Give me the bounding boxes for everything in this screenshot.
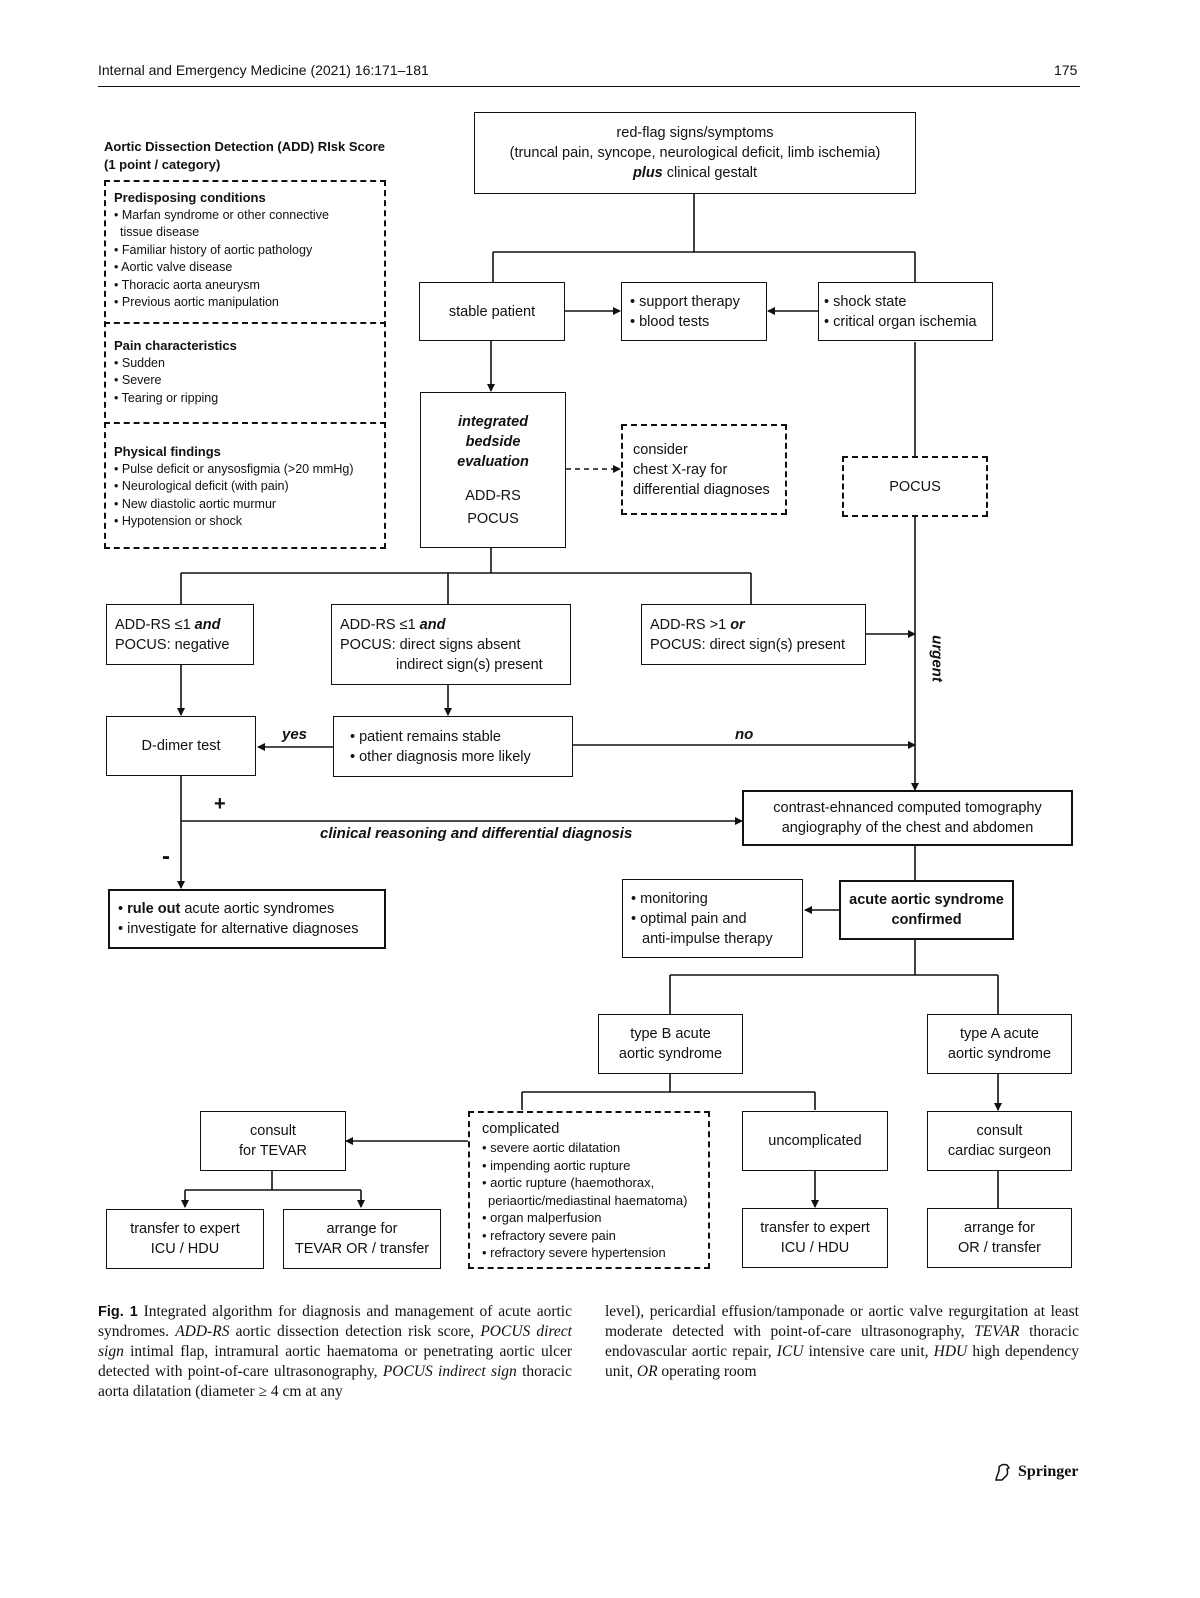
caption-segment: intensive care unit,: [803, 1343, 934, 1360]
yes-label: yes: [282, 726, 308, 743]
score-item: • Tearing or ripping: [114, 390, 219, 405]
minus-sign: -: [162, 843, 170, 870]
score-item: • Neurological deficit (with pain): [114, 479, 289, 493]
aas-confirmed-box: acute aortic syndrome confirmed: [839, 880, 1014, 940]
remains-stable-box: • patient remains stable • other diagnos…: [333, 716, 573, 777]
score-item: • Marfan syndrome or other connective: [114, 207, 329, 222]
score-item: • Previous aortic manipulation: [114, 295, 279, 309]
complicated-item: • aortic rupture (haemothorax,: [482, 1175, 655, 1190]
springer-horse-icon: [995, 1463, 1011, 1481]
score-divider-2: [104, 422, 386, 424]
complicated-item: • impending aortic rupture: [482, 1157, 631, 1173]
complicated-item: periaortic/mediastinal haematoma): [488, 1192, 688, 1208]
complicated-item: • refractory severe hypertension: [482, 1245, 666, 1260]
score-item: tissue disease: [120, 225, 200, 239]
caption-segment: POCUS indirect sign: [382, 1363, 517, 1380]
caption-segment: level), pericardial effusion/tamponade o…: [605, 1303, 1079, 1340]
condition-indirect-box: ADD-RS ≤1 and POCUS: direct signs absent…: [331, 604, 571, 685]
caption-segment: HDU: [933, 1343, 968, 1360]
caption-segment: operating room: [657, 1363, 757, 1380]
score-item: • Sudden: [114, 355, 165, 370]
plus-sign: +: [214, 793, 226, 815]
score-item: • Aortic valve disease: [114, 260, 233, 274]
stable-patient-box: stable patient: [419, 282, 565, 341]
score-divider-1: [104, 322, 386, 324]
transfer-icu-box-1: transfer to expert ICU / HDU: [106, 1209, 264, 1269]
type-b-box: type B acute aortic syndrome: [598, 1014, 743, 1074]
condition-negative-box: ADD-RS ≤1 and POCUS: negative: [106, 604, 254, 665]
consult-tevar-box: consult for TEVAR: [200, 1111, 346, 1171]
caption-segment: ADD-RS: [175, 1323, 230, 1340]
caption-segment: POCUS direct sign: [98, 1323, 572, 1360]
pocus-box: POCUS: [842, 456, 988, 517]
figure-caption-left: Fig. 1 Integrated algorithm for diagnosi…: [98, 1303, 572, 1400]
header-rule: [98, 86, 1080, 87]
caption-segment: thoracic endovascular aortic repair,: [605, 1323, 1079, 1360]
type-a-box: type A acute aortic syndrome: [927, 1014, 1072, 1074]
score-section-pain: Pain characteristics • Sudden • Severe •…: [114, 337, 237, 407]
score-item: • New diastolic aortic murmur: [114, 496, 277, 511]
monitoring-box: • monitoring • optimal pain and anti-imp…: [622, 879, 803, 958]
ddimer-box: D-dimer test: [106, 716, 256, 776]
score-item: • Familiar history of aortic pathology: [114, 242, 313, 257]
caption-segment: aortic dissection detection risk score,: [229, 1323, 481, 1340]
caption-segment: intimal flap, intramural aortic haematom…: [98, 1343, 572, 1380]
condition-direct-box: ADD-RS >1 or POCUS: direct sign(s) prese…: [641, 604, 866, 665]
score-item: • Thoracic aorta aneurysm: [114, 277, 260, 292]
consider-xray-box: consider chest X-ray for differential di…: [621, 424, 787, 515]
transfer-icu-box-2: transfer to expert ICU / HDU: [742, 1208, 888, 1268]
caption-segment: TEVAR: [974, 1323, 1020, 1340]
rule-out-box: • rule out acute aortic syndromes • inve…: [108, 889, 386, 949]
arrange-tevar-box: arrange for TEVAR OR / transfer: [283, 1209, 441, 1269]
consult-cardiac-box: consult cardiac surgeon: [927, 1111, 1072, 1171]
caption-segment: ICU: [776, 1343, 804, 1360]
ct-angiography-box: contrast-ehnanced computed tomography an…: [742, 790, 1073, 846]
caption-segment: OR: [636, 1363, 658, 1380]
complicated-box: complicated • severe aortic dilatation •…: [468, 1111, 710, 1269]
complicated-item: • severe aortic dilatation: [482, 1140, 621, 1155]
redflag-box: red-flag signs/symptoms (truncal pain, s…: [474, 112, 916, 194]
journal-header: Internal and Emergency Medicine (2021) 1…: [98, 62, 429, 78]
score-item: • Severe: [114, 373, 162, 387]
arrange-or-box: arrange for OR / transfer: [927, 1208, 1072, 1268]
score-title: Aortic Dissection Detection (ADD) RIsk S…: [104, 139, 386, 172]
caption-segment: Integrated algorithm for diagnosis and m…: [98, 1303, 572, 1340]
urgent-label: urgent: [928, 635, 946, 682]
score-item: • Pulse deficit or anysosfigmia (>20 mmH…: [114, 461, 354, 476]
caption-segment: thoracic aorta dilatation (diameter ≥ 4 …: [98, 1363, 572, 1400]
caption-segment: high dependency unit,: [605, 1343, 1080, 1380]
integrated-evaluation-box: integrated bedside evaluation ADD-RS POC…: [420, 392, 566, 548]
publisher-logo: Springer: [992, 1461, 1078, 1483]
page-number: 175: [1054, 62, 1078, 78]
uncomplicated-box: uncomplicated: [742, 1111, 888, 1171]
complicated-item: • refractory severe pain: [482, 1227, 616, 1243]
no-label: no: [735, 726, 754, 743]
score-panel: [104, 180, 386, 549]
support-therapy-box: • support therapy • blood tests: [621, 282, 767, 341]
score-item: • Hypotension or shock: [114, 514, 243, 528]
reasoning-label: clinical reasoning and differential diag…: [320, 825, 633, 842]
shock-state-box: • shock state • critical organ ischemia: [818, 282, 993, 341]
complicated-item: • organ malperfusion: [482, 1210, 602, 1225]
score-section-predisposing: Predisposing conditions • Marfan syndrom…: [114, 189, 329, 312]
figure-caption-right: level), pericardial effusion/tamponade o…: [605, 1302, 1079, 1382]
score-section-physical: Physical findings • Pulse deficit or any…: [114, 443, 354, 531]
